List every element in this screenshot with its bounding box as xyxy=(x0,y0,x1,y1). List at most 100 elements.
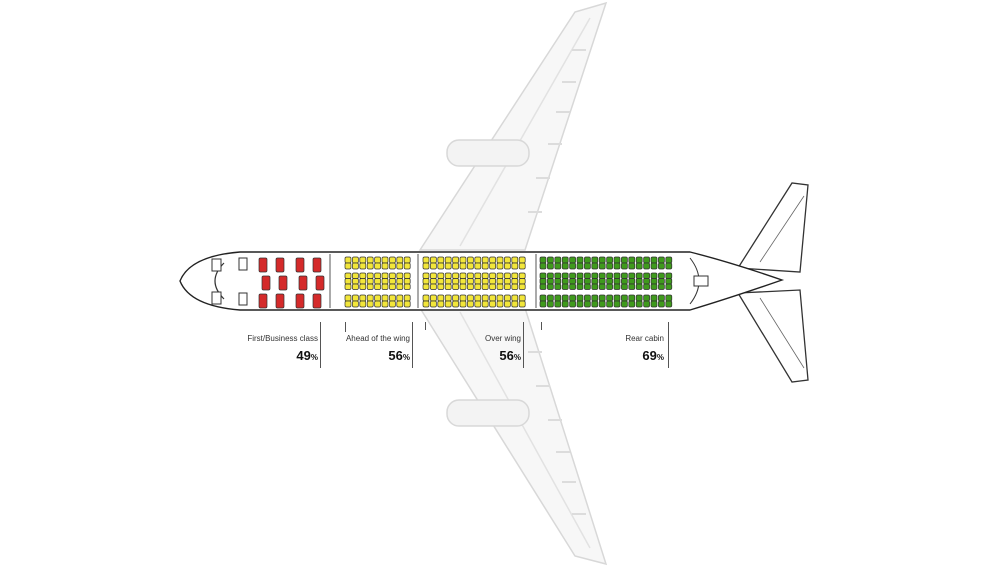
economy-seat-over xyxy=(452,256,459,264)
economy-seat-rear xyxy=(621,272,628,279)
economy-seat-over xyxy=(459,272,467,279)
economy-seat-rear xyxy=(569,262,576,270)
business-seat xyxy=(312,257,322,273)
economy-seat-over xyxy=(430,272,437,279)
economy-seat-rear xyxy=(591,300,599,308)
economy-seat-over xyxy=(518,300,526,308)
economy-seat-rear xyxy=(547,272,554,279)
economy-seat-over xyxy=(444,294,452,302)
economy-seat-rear xyxy=(576,294,584,302)
economy-seat-over xyxy=(459,278,467,285)
economy-seat-rear xyxy=(643,262,650,270)
first-section-value: 49% xyxy=(296,348,318,363)
economy-seat-rear xyxy=(547,300,554,308)
economy-seat-over xyxy=(504,283,511,290)
economy-seat-ahead xyxy=(352,294,359,302)
economy-seat-ahead xyxy=(396,272,404,279)
economy-seat-over xyxy=(489,294,496,302)
economy-seat-over xyxy=(474,262,482,270)
economy-seat-over xyxy=(452,278,459,285)
economy-seat-over xyxy=(481,300,489,308)
economy-seat-ahead xyxy=(344,300,352,308)
economy-seat-ahead xyxy=(352,278,359,285)
economy-seat-rear xyxy=(554,300,562,308)
economy-seat-over xyxy=(467,294,474,302)
economy-seat-over xyxy=(422,278,430,285)
economy-seat-rear xyxy=(606,262,613,270)
rear-section-label: Rear cabin 69% xyxy=(625,334,664,363)
economy-seat-ahead xyxy=(366,256,374,264)
economy-seat-rear xyxy=(576,300,584,308)
ahead-section-marker xyxy=(345,322,346,332)
economy-seat-over xyxy=(467,300,474,308)
economy-seat-over xyxy=(459,262,467,270)
economy-seat-rear xyxy=(569,272,576,279)
economy-seat-ahead xyxy=(359,272,367,279)
economy-seat-over xyxy=(467,272,474,279)
economy-seat-rear xyxy=(584,272,591,279)
economy-seat-ahead xyxy=(374,300,381,308)
economy-seat-rear xyxy=(606,300,613,308)
economy-seat-rear xyxy=(635,278,643,285)
economy-seat-ahead xyxy=(366,262,374,270)
economy-seat-over xyxy=(430,278,437,285)
economy-seat-over xyxy=(430,256,437,264)
economy-seat-over xyxy=(422,272,430,279)
economy-seat-rear xyxy=(613,262,621,270)
business-seat xyxy=(312,293,322,309)
economy-seat-ahead xyxy=(396,300,404,308)
economy-seat-over xyxy=(481,278,489,285)
seats xyxy=(258,256,673,309)
economy-seat-rear xyxy=(635,272,643,279)
economy-seat-rear xyxy=(665,262,673,270)
front-lav xyxy=(211,291,222,305)
economy-seat-over xyxy=(459,283,467,290)
economy-seat-rear xyxy=(650,300,658,308)
economy-seat-ahead xyxy=(359,278,367,285)
rear-section-value: 69% xyxy=(642,348,664,363)
economy-seat-rear xyxy=(584,256,591,264)
economy-seat-over xyxy=(467,283,474,290)
economy-seat-ahead xyxy=(374,262,381,270)
over-section-label: Over wing 56% xyxy=(485,334,521,363)
economy-seat-rear xyxy=(554,262,562,270)
economy-seat-over xyxy=(518,272,526,279)
economy-seat-ahead xyxy=(389,262,396,270)
economy-seat-rear xyxy=(561,294,569,302)
economy-seat-rear xyxy=(628,283,636,290)
economy-seat-over xyxy=(444,300,452,308)
economy-seat-over xyxy=(496,294,504,302)
economy-seat-over xyxy=(496,283,504,290)
economy-seat-over xyxy=(452,262,459,270)
economy-seat-ahead xyxy=(359,283,367,290)
economy-seat-rear xyxy=(613,256,621,264)
economy-seat-rear xyxy=(613,300,621,308)
economy-seat-over xyxy=(444,256,452,264)
economy-seat-rear xyxy=(561,283,569,290)
economy-seat-rear xyxy=(658,283,665,290)
economy-seat-ahead xyxy=(359,262,367,270)
economy-seat-over xyxy=(518,294,526,302)
economy-seat-rear xyxy=(650,272,658,279)
economy-seat-over xyxy=(422,300,430,308)
economy-seat-over xyxy=(504,278,511,285)
economy-seat-rear xyxy=(635,262,643,270)
economy-seat-ahead xyxy=(366,300,374,308)
economy-seat-over xyxy=(489,300,496,308)
economy-seat-rear xyxy=(606,256,613,264)
economy-seat-over xyxy=(452,283,459,290)
economy-seat-over xyxy=(481,256,489,264)
economy-seat-over xyxy=(504,256,511,264)
economy-seat-over xyxy=(430,283,437,290)
economy-seat-over xyxy=(518,256,526,264)
economy-seat-rear xyxy=(584,294,591,302)
economy-seat-over xyxy=(496,262,504,270)
economy-seat-rear xyxy=(598,262,606,270)
economy-seat-over xyxy=(489,278,496,285)
economy-seat-ahead xyxy=(344,272,352,279)
economy-seat-over xyxy=(467,256,474,264)
economy-seat-over xyxy=(511,294,519,302)
economy-seat-ahead xyxy=(403,300,411,308)
tail xyxy=(736,182,809,383)
